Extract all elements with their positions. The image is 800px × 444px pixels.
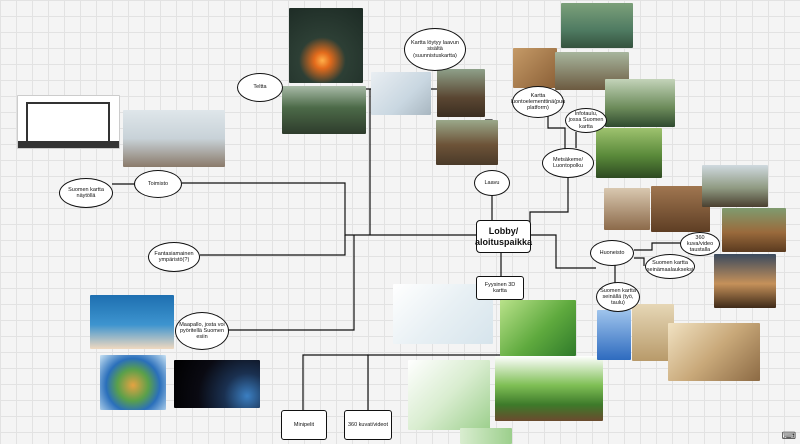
earth-space-image (174, 360, 260, 408)
hub-lobby[interactable]: Lobby/ aloituspaikka (475, 220, 532, 253)
node-fantasiamainen[interactable]: Fantasiamainen ympäristö(?) (148, 242, 200, 272)
topographic-map-image (408, 360, 490, 430)
connector (529, 176, 569, 225)
node-360-kuvat[interactable]: 360 kuvat/videot (344, 410, 392, 440)
fantasy-globe-image (100, 355, 166, 410)
node-3d-kartta[interactable]: Fyysinen 3D kartta (476, 276, 524, 300)
node-metsakeme[interactable]: Metsäkeme/ Luontopolku (542, 148, 594, 178)
connector (634, 257, 645, 266)
connector (634, 242, 682, 251)
node-kartta-luontoelementti[interactable]: Kartta luontoelementtinä(puu platform) (511, 86, 565, 118)
connector (547, 116, 566, 150)
connector (530, 234, 596, 269)
office-image (123, 110, 225, 167)
node-toimisto[interactable]: Toimisto (134, 170, 182, 198)
connector (302, 354, 368, 410)
log-cabin-interior-image (651, 186, 710, 232)
node-maapallo[interactable]: Maapallo, josta voi pyöritellä Suomen es… (175, 312, 229, 350)
node-suomen-kartta-seinalla[interactable]: Suomen kartta seinällä (työ, taulu) (596, 282, 640, 312)
connector (226, 235, 355, 331)
info-board-image (561, 3, 633, 48)
wooden-shelter-image (436, 120, 498, 165)
vr-headset-image (90, 295, 174, 349)
tent-forest-image (282, 86, 366, 134)
paper-map-image (371, 72, 431, 115)
finland-map-monitor-image (17, 95, 120, 149)
world-map-wood-image (513, 48, 557, 88)
node-minipelit[interactable]: Minipelit (281, 410, 327, 440)
forest-path-image (605, 79, 675, 127)
tent-campfire-image (289, 8, 363, 83)
node-infotaulu[interactable]: Infotaulu, jossa Suomen kartta (565, 108, 607, 133)
blue-finland-map-image (597, 310, 631, 360)
node-huoneisto[interactable]: Huoneisto (590, 240, 634, 266)
small-map-image (460, 428, 512, 444)
node-laavu[interactable]: Laavu (474, 170, 510, 196)
cabin-evening-image (714, 254, 776, 308)
connector (182, 182, 370, 236)
map-frame-image (632, 304, 674, 361)
green-forest-image (596, 128, 662, 178)
3d-terrain-model-image (495, 356, 603, 421)
wood-cabin-image (722, 208, 786, 252)
keyboard-shortcuts-icon[interactable]: ⌨ (781, 431, 796, 442)
node-suomen-kartta-naytolla[interactable]: Suomen kartta näytöllä (59, 178, 113, 208)
node-teltta[interactable]: Teltta (237, 73, 283, 102)
node-kartta-laavu[interactable]: Kartta löytyy laavun sisältä (suunnistus… (404, 28, 466, 71)
map-collage-image (668, 323, 760, 381)
lean-to-shelter-image (437, 69, 485, 117)
green-3d-map-image (500, 300, 576, 356)
cottage-image (702, 165, 768, 207)
node-suomen-kartta-seinamaalaus[interactable]: Suomen kartta seinämaalaukseksi (645, 254, 695, 279)
cabin-interior-image (604, 188, 650, 230)
node-360-taustalla[interactable]: 360 kuva/video taustalla (680, 232, 720, 256)
connector (200, 235, 346, 256)
